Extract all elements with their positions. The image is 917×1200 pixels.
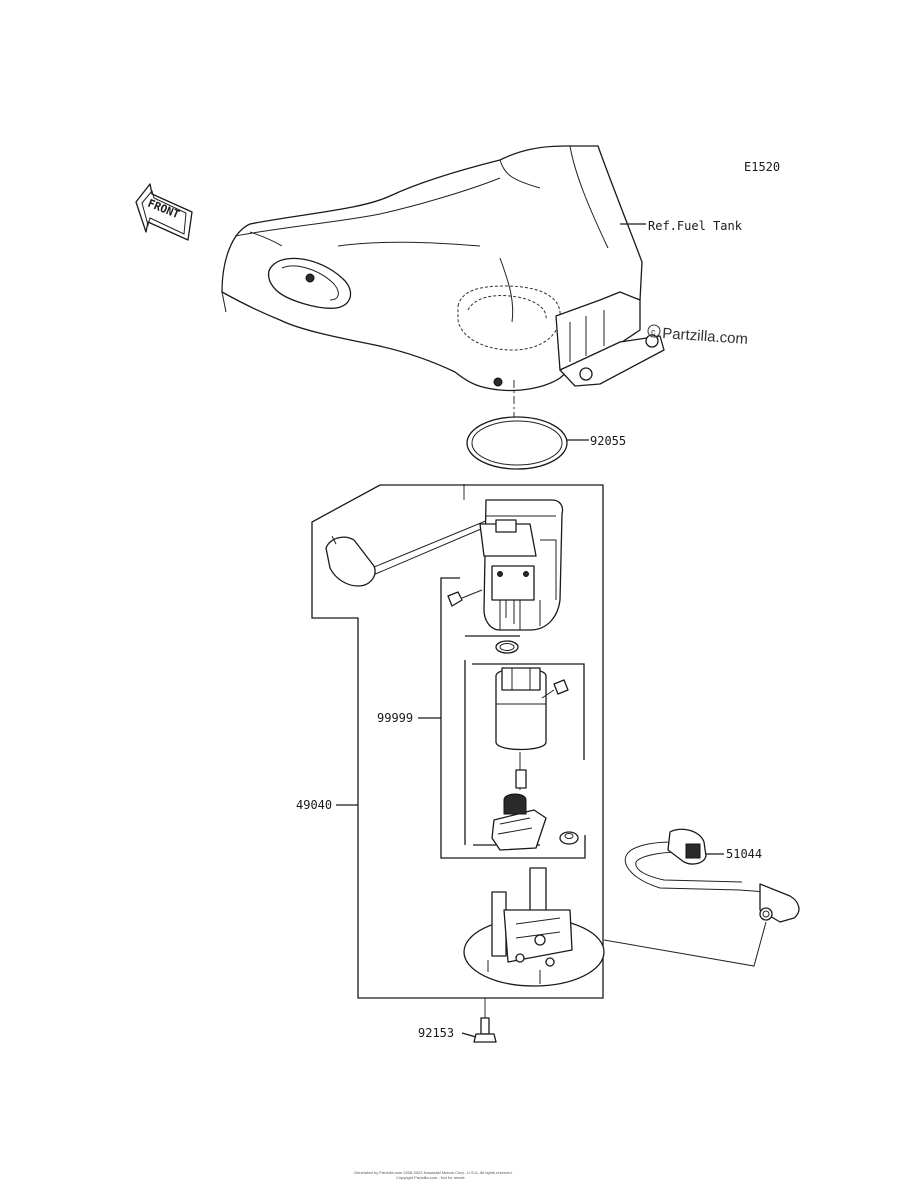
callout-92055: 92055 — [590, 434, 626, 448]
screw-small-left — [447, 589, 483, 607]
front-arrow-icon: FRONT — [135, 183, 193, 241]
hose-connection-leader — [603, 921, 767, 967]
bolt-92153 — [473, 998, 497, 1043]
assembly-49040-bracket — [311, 484, 604, 999]
fuel-tank-ref-drawing — [221, 145, 665, 392]
partzilla-watermark: c Partzilla.com — [647, 324, 749, 348]
pump-base-plate — [463, 867, 605, 987]
pump-strainer — [491, 793, 547, 851]
o-ring — [495, 640, 519, 654]
gasket-ring-92055 — [466, 416, 568, 470]
nut — [559, 831, 579, 845]
pump-upper-housing — [479, 499, 564, 631]
fuel-hose-51044 — [624, 828, 800, 923]
callout-99999: 99999 — [377, 711, 413, 725]
callout-92153: 92153 — [418, 1026, 454, 1040]
callout-49040: 49040 — [296, 798, 332, 812]
callout-51044: 51044 — [726, 847, 762, 861]
sub-assembly-99999-bracket — [440, 577, 460, 718]
footer-line-1: Generated by Partzilla.com 2008-2023 Kaw… — [354, 1170, 513, 1175]
footer-line-2: Copyright Partzilla.com - Not for resale — [396, 1175, 465, 1180]
fuel-level-sender — [325, 519, 493, 587]
fuel-tank-ref-label: Ref.Fuel Tank — [648, 219, 743, 233]
fuel-pump-motor — [495, 667, 547, 790]
diagram-ref-code: E1520 — [744, 160, 780, 174]
screw-small-right — [541, 679, 569, 699]
svg-text:c: c — [651, 327, 656, 337]
watermark-text: Partzilla.com — [662, 325, 749, 348]
